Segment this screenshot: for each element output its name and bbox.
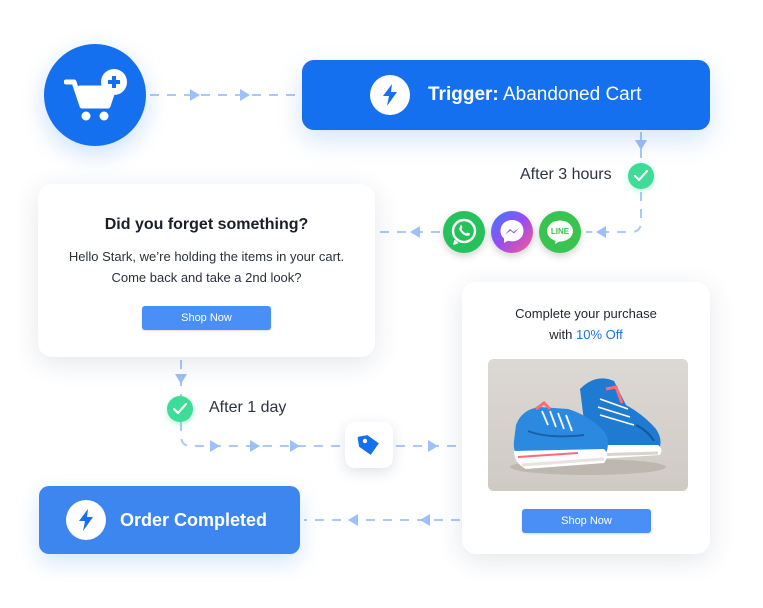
discount-highlight: 10% Off [576,327,623,342]
order-completed-node: Order Completed [39,486,300,554]
line-logo-text: LINE [551,227,570,236]
bolt-badge [66,500,106,540]
line-icon: LINE [547,220,573,244]
trigger-event: Abandoned Cart [502,84,642,105]
cart-plus-icon [64,69,127,121]
whatsapp-channel [443,211,485,253]
shop-now-button[interactable]: Shop Now [522,509,651,533]
messenger-icon [500,220,524,243]
trigger-prefix: Trigger: [428,84,499,105]
bolt-icon [79,509,93,531]
check-badge-1 [628,163,654,189]
product-image [488,359,688,491]
reminder-message-card: Did you forget something? Hello Stark, w… [38,184,375,357]
add-to-cart-node [44,44,146,146]
bolt-badge [370,75,410,115]
check-icon [634,170,648,182]
line-channel: LINE [539,211,581,253]
discount-offer-card: Complete your purchase with 10% Off [462,282,710,554]
whatsapp-icon [451,218,477,245]
trigger-node: Trigger: Abandoned Cart [302,60,710,130]
price-tag-icon [357,435,379,455]
messenger-channel [491,211,533,253]
bolt-icon [383,84,397,106]
delay-label-1: After 3 hours [520,166,612,183]
sneakers-illustration [488,359,688,491]
order-completed-label: Order Completed [120,510,268,530]
offer-line-2: with 10% Off [462,327,710,342]
check-icon [173,403,187,415]
reminder-title: Did you forget something? [104,216,309,233]
trigger-label: Trigger: Abandoned Cart [428,60,641,130]
shop-now-button[interactable]: Shop Now [142,306,271,330]
reminder-body: Hello Stark, we’re holding the items in … [68,249,345,285]
offer-line-1: Complete your purchase [515,306,657,321]
check-badge-2 [167,396,193,422]
delay-label-2: After 1 day [209,399,287,416]
discount-tag-node [345,422,393,468]
offer-line-2-prefix: with [549,327,576,342]
